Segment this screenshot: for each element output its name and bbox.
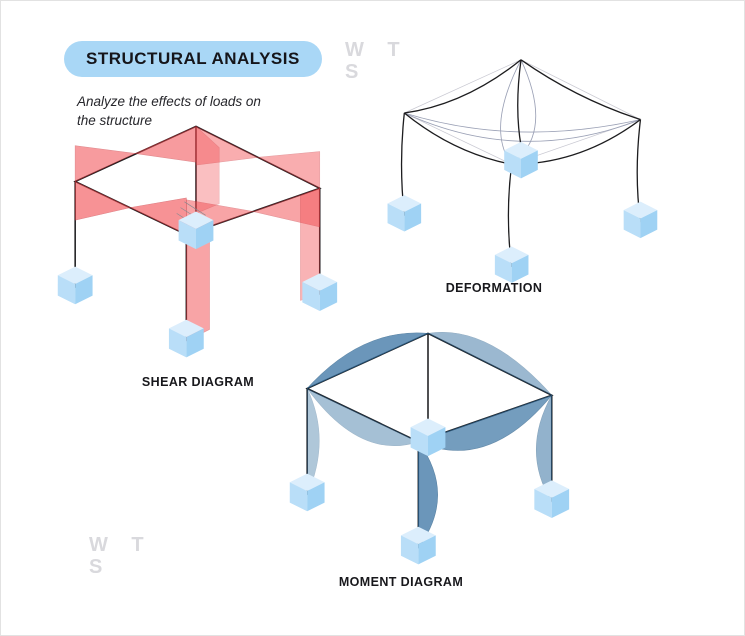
support-cube (494, 246, 529, 283)
watermark-top: W T S (345, 39, 409, 83)
shear-diagram-figure (51, 109, 341, 370)
support-cube (504, 141, 538, 179)
support-cube (400, 526, 436, 565)
title-badge: STRUCTURAL ANALYSIS (64, 41, 322, 77)
moment-shapes (306, 332, 553, 549)
shear-diagram-svg (57, 125, 338, 358)
subtitle-line-2: the structure (77, 112, 153, 128)
moment-diagram-svg (289, 332, 570, 565)
moment-diagram-figure (283, 316, 573, 577)
deformation-label: DEFORMATION (445, 281, 543, 295)
moment-diagram-label: MOMENT DIAGRAM (338, 575, 464, 589)
deformation-svg (387, 59, 658, 283)
watermark-bottom: W T S (89, 534, 153, 578)
subtitle: Analyze the effects of loads on the stru… (77, 93, 261, 131)
support-cube (534, 480, 570, 519)
shear-diagram-label: SHEAR DIAGRAM (141, 375, 255, 389)
subtitle-line-1: Analyze the effects of loads on (77, 94, 261, 109)
support-cube (387, 195, 422, 232)
deformation-figure (381, 43, 661, 295)
deformed-frame (400, 59, 642, 268)
support-cube (410, 418, 446, 457)
support-cube (623, 201, 658, 239)
support-cube (57, 266, 93, 305)
support-cube (289, 473, 325, 512)
